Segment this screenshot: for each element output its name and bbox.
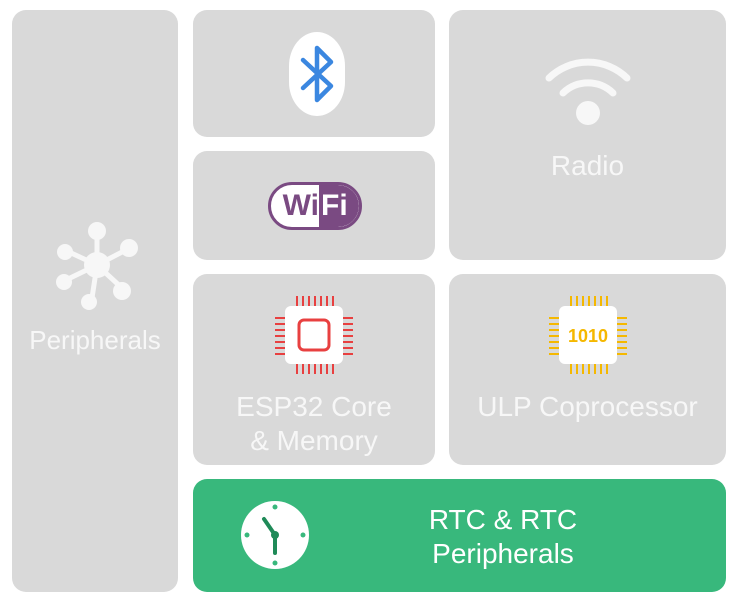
cpu-chip-icon xyxy=(275,296,353,374)
esp32-core-label: ESP32 Core & Memory xyxy=(236,391,392,456)
network-hub-icon xyxy=(56,222,138,310)
wifi-logo-text-fi: Fi xyxy=(321,189,348,222)
radio-label: Radio xyxy=(550,150,625,181)
rtc-tile[interactable]: RTC & RTC Peripherals xyxy=(193,479,726,592)
radio-tile[interactable]: Radio xyxy=(449,10,726,260)
bluetooth-icon xyxy=(289,32,345,116)
rtc-label: RTC & RTC Peripherals xyxy=(428,504,578,569)
ulp-coprocessor-label: ULP Coprocessor xyxy=(477,391,698,422)
wifi-logo: Wi Fi xyxy=(268,182,362,230)
peripherals-label: Peripherals xyxy=(29,325,161,355)
ulp-chip-text: 1010 xyxy=(568,326,608,346)
ulp-coprocessor-tile[interactable]: 1010 ULP Coprocessor xyxy=(449,274,726,465)
wireless-signal-icon xyxy=(545,58,631,125)
bluetooth-tile[interactable] xyxy=(193,10,435,137)
wifi-logo-text-wi: Wi xyxy=(282,189,319,222)
ulp-chip-icon: 1010 xyxy=(549,296,627,374)
wifi-tile[interactable]: Wi Fi xyxy=(193,151,435,260)
clock-icon xyxy=(241,501,309,569)
peripherals-tile[interactable]: Peripherals xyxy=(12,10,178,592)
esp32-core-tile[interactable]: ESP32 Core & Memory xyxy=(193,274,435,465)
